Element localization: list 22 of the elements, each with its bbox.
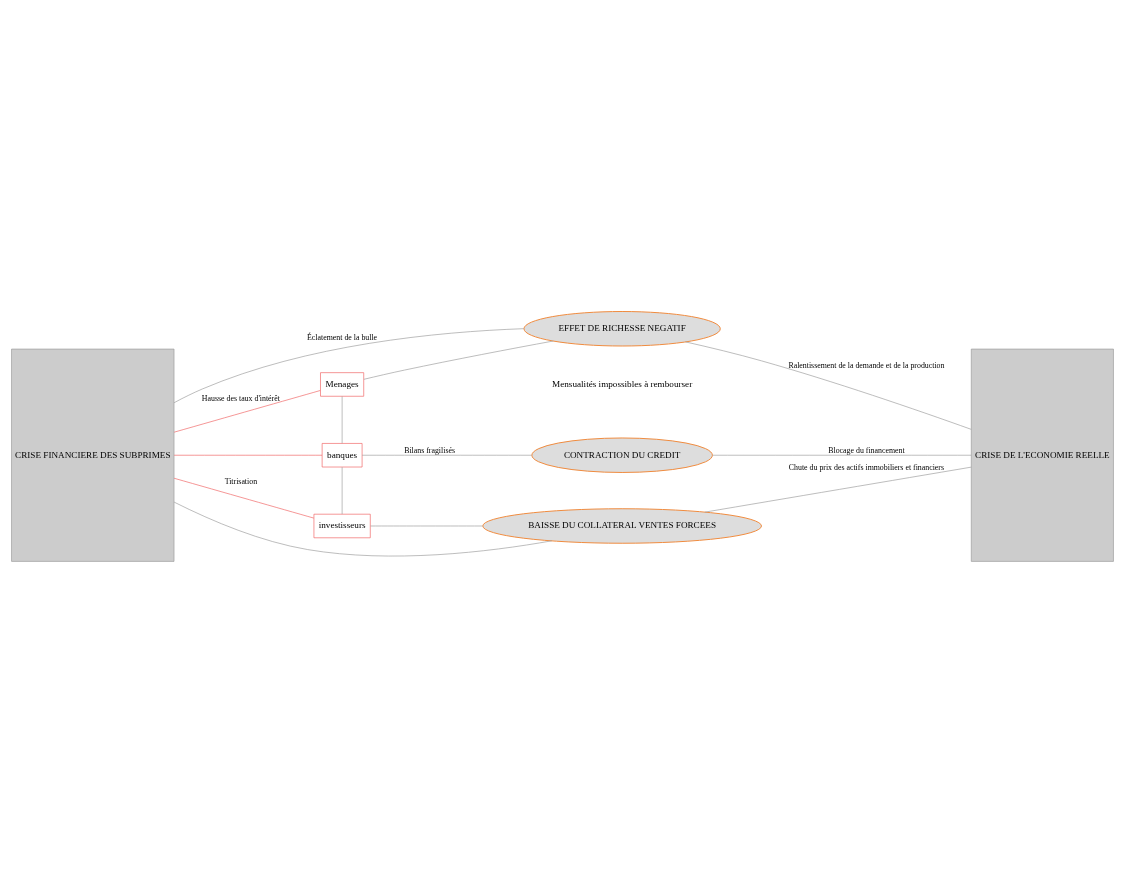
label: Mensualités impossibles à rembourser — [552, 378, 693, 389]
node-box: CRISE FINANCIERE DES SUBPRIMES — [11, 348, 175, 562]
node-box: CRISE DE L'ECONOMIE REELLE — [970, 348, 1114, 562]
connector — [712, 454, 972, 456]
node-box: banques — [321, 443, 363, 468]
connector — [173, 390, 321, 433]
connector — [173, 477, 315, 519]
connector — [341, 466, 343, 515]
node-ellipse: BAISSE DU COLLATERAL VENTES FORCEES — [482, 508, 762, 544]
connector — [685, 341, 972, 430]
connector — [173, 454, 323, 456]
connector — [704, 466, 972, 513]
connector — [173, 501, 553, 557]
connector — [361, 454, 532, 456]
node-box: Menages — [320, 372, 365, 397]
connector — [363, 340, 554, 380]
node-ellipse: EFFET DE RICHESSE NEGATIF — [523, 311, 721, 347]
node-box: investisseurs — [313, 513, 371, 539]
connector — [173, 328, 525, 404]
connector — [341, 396, 343, 444]
node-ellipse: CONTRACTION DU CREDIT — [531, 437, 713, 473]
connector — [370, 525, 483, 527]
